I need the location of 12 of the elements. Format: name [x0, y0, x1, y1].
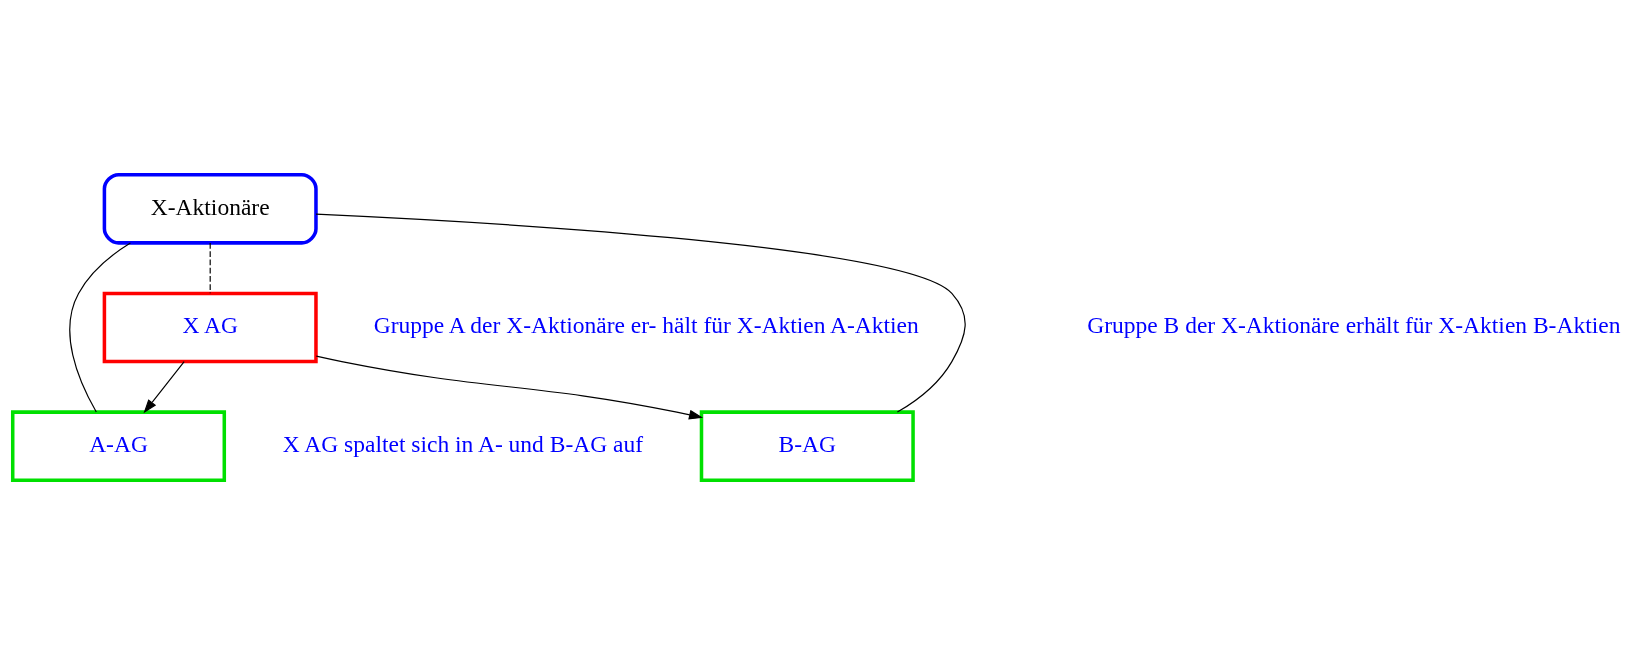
label: Gruppe A der X-Aktionäre er- hält für X-Aktien A-Aktien — [373, 312, 919, 339]
node-box: X AG — [102, 291, 318, 364]
connector — [209, 242, 211, 294]
label: X AG spaltet sich in A- und B-AG auf — [282, 431, 644, 458]
node-box: X-Aktionäre — [102, 172, 318, 245]
node-box: A-AG — [10, 410, 227, 483]
label: Gruppe B der X-Aktionäre erhält für X-Aktien B-Aktien — [1087, 312, 1621, 339]
connector — [69, 242, 131, 413]
arrow — [315, 355, 704, 420]
arrow — [143, 361, 185, 414]
node-box: B-AG — [699, 410, 915, 483]
connector — [315, 213, 966, 413]
